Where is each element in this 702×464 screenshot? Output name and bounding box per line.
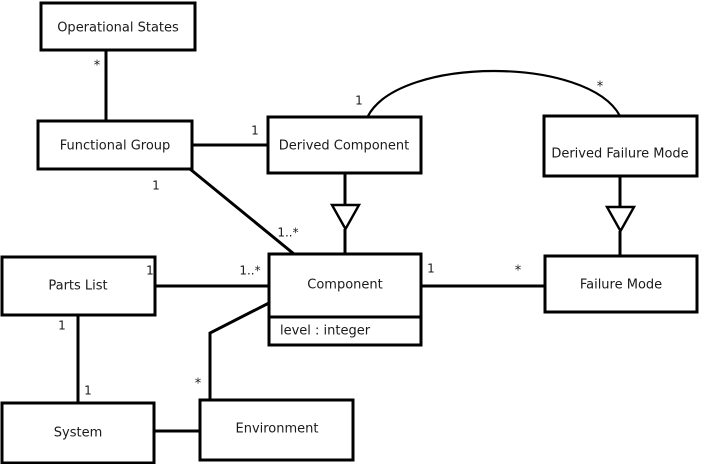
class-rect-derived-failure-mode [542, 114, 699, 178]
multiplicity-operational-states-functional-group: * [94, 59, 101, 74]
class-name-derived-failure-mode: Derived Failure Mode [551, 147, 688, 162]
class-box-system[interactable]: System [0, 401, 156, 464]
class-rect-failure-mode [543, 254, 699, 314]
class-box-environment[interactable]: Environment [198, 398, 355, 462]
class-box-failure-mode[interactable]: Failure Mode [543, 254, 699, 314]
generalization-triangle-derived-component [329, 203, 362, 232]
class-name-parts-list: Parts List [48, 279, 107, 294]
multiplicity-environment-component: * [195, 377, 202, 392]
class-box-derived-component[interactable]: Derived Component [266, 115, 423, 175]
association-environment-component [208, 301, 270, 400]
multiplicity-parts-list-component-source: 1 [146, 264, 154, 278]
class-rect-derived-component [266, 115, 423, 175]
class-name-system: System [54, 426, 102, 441]
class-rect-component [267, 252, 423, 319]
class-box-parts-list[interactable]: Parts List [0, 255, 157, 317]
multiplicity-component-failure-mode-source: 1 [427, 262, 435, 276]
multiplicity-functional-group-component-target: 1..* [277, 226, 298, 240]
class-name-functional-group: Functional Group [60, 139, 171, 154]
association-derived-component-derived-failure-mode [367, 69, 621, 117]
multiplicity-component-failure-mode-target: * [515, 264, 522, 279]
multiplicity-derived-failure-mode-arc: * [597, 80, 604, 95]
class-box-operational-states[interactable]: Operational States [39, 1, 197, 52]
class-rect-system [0, 401, 156, 464]
class-rect-environment [198, 398, 355, 462]
class-box-derived-failure-mode[interactable]: Derived Failure Mode [542, 114, 699, 178]
class-name-derived-component: Derived Component [279, 139, 410, 154]
multiplicity-derived-component-arc: 1 [355, 94, 363, 108]
class-name-failure-mode: Failure Mode [580, 278, 662, 293]
multiplicity-parts-list-component-target: 1..* [239, 264, 260, 278]
multiplicity-functional-group-derived-component: 1 [251, 124, 259, 138]
class-name-component: Component [307, 278, 382, 293]
class-rect-parts-list [0, 255, 157, 317]
generalization-triangle-derived-failure-mode [604, 205, 637, 234]
class-attributes-compartment-component [267, 315, 423, 347]
multiplicity-functional-group-component-source: 1 [152, 179, 160, 193]
class-attribute-component-level: level : integer [280, 324, 371, 339]
class-rect-functional-group [36, 119, 194, 171]
multiplicity-parts-list-system-target: 1 [84, 384, 92, 398]
class-name-environment: Environment [235, 422, 318, 437]
class-name-operational-states: Operational States [57, 21, 179, 36]
multiplicity-parts-list-system-source: 1 [58, 319, 66, 333]
class-rect-operational-states [39, 1, 197, 52]
class-box-functional-group[interactable]: Functional Group [36, 119, 194, 171]
class-box-component[interactable]: Component level : integer [267, 252, 423, 347]
association-functional-group-component [189, 167, 295, 256]
